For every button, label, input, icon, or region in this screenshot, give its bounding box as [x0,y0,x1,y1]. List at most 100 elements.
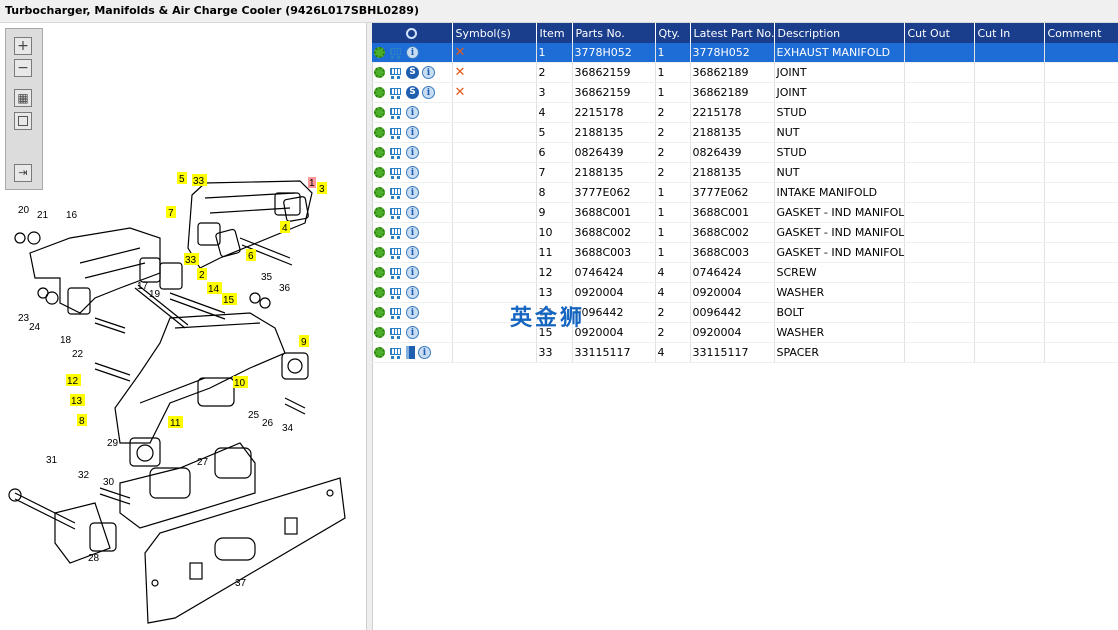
diagram-pane[interactable]: 20 21 16 23 24 17 19 18 22 35 36 25 26 2… [0,23,366,630]
column-header-cut-out[interactable]: Cut Out [904,23,975,43]
callout-6[interactable]: 6 [248,251,254,262]
info-icon[interactable]: i [406,166,419,180]
info-icon[interactable]: i [422,66,435,80]
callout-36[interactable]: 36 [279,283,291,294]
cart-icon[interactable] [388,47,403,59]
cart-icon[interactable] [388,227,403,239]
callout-18[interactable]: 18 [60,335,72,346]
gear-icon[interactable] [374,187,385,199]
column-header-parts-no[interactable]: Parts No. [572,23,656,43]
info-icon[interactable]: i [406,246,419,260]
callout-35[interactable]: 35 [261,272,273,283]
column-header-item[interactable]: Item [536,23,573,43]
gear-icon[interactable] [374,347,385,359]
gear-icon[interactable] [374,107,385,119]
gear-icon[interactable] [374,127,385,139]
info-icon[interactable]: i [418,346,431,360]
cart-icon[interactable] [388,127,403,139]
gear-icon[interactable] [374,67,385,79]
gear-icon[interactable] [374,207,385,219]
callout-17[interactable]: 17 [137,281,149,292]
callout-19[interactable]: 19 [149,289,161,300]
column-header-qty[interactable]: Qty. [655,23,691,43]
callout-9[interactable]: 9 [301,337,307,348]
column-header-latest-part-no[interactable]: Latest Part No. [690,23,775,43]
info-icon[interactable]: i [406,206,419,220]
gear-icon[interactable] [374,167,385,179]
cart-icon[interactable] [388,67,403,79]
callout-2[interactable]: 2 [199,270,205,281]
info-icon[interactable]: i [406,226,419,240]
cart-icon[interactable] [388,167,403,179]
callout-1[interactable]: 1 [309,178,315,189]
callout-23[interactable]: 23 [18,313,30,324]
gear-icon[interactable] [374,307,385,319]
zoom-out-button[interactable]: − [14,59,32,77]
gear-icon[interactable] [374,287,385,299]
exploded-parts-diagram[interactable]: 20 21 16 23 24 17 19 18 22 35 36 25 26 2… [0,23,366,630]
callout-30[interactable]: 30 [103,477,115,488]
callout-21[interactable]: 21 [37,210,49,221]
callout-37[interactable]: 37 [235,578,247,589]
s-icon[interactable]: S [406,66,419,80]
column-header-search[interactable] [372,23,453,43]
column-header-symbols[interactable]: Symbol(s) [452,23,537,43]
callout-33[interactable]: 33 [193,176,205,187]
gear-icon[interactable] [374,267,385,279]
callout-27[interactable]: 27 [197,457,209,468]
callout-13[interactable]: 13 [71,396,83,407]
callout-3[interactable]: 3 [319,184,325,195]
column-header-comment[interactable]: Comment [1044,23,1118,43]
info-icon[interactable]: i [406,146,419,160]
info-icon[interactable]: i [406,266,419,280]
callout-16[interactable]: 16 [66,210,78,221]
callout-8[interactable]: 8 [79,416,85,427]
info-icon[interactable]: i [422,86,435,100]
gear-icon[interactable] [374,247,385,259]
callout-25[interactable]: 25 [248,410,260,421]
column-header-description[interactable]: Description [774,23,905,43]
info-icon[interactable]: i [406,186,419,200]
cart-icon[interactable] [388,287,403,299]
cart-icon[interactable] [388,327,403,339]
callout-33b[interactable]: 33 [185,255,197,266]
fit-all-button[interactable]: ▦ [14,89,32,107]
zoom-in-button[interactable]: + [14,37,32,55]
callout-34[interactable]: 34 [282,423,294,434]
callout-32[interactable]: 32 [78,470,90,481]
gear-icon[interactable] [374,87,385,99]
info-icon[interactable]: i [406,106,419,120]
search-icon[interactable] [406,28,418,39]
callout-22[interactable]: 22 [72,349,84,360]
info-icon[interactable]: i [406,326,419,340]
callout-28[interactable]: 28 [88,553,100,564]
info-icon[interactable]: i [406,306,419,320]
cart-icon[interactable] [388,147,403,159]
column-header-cut-in[interactable]: Cut In [974,23,1045,43]
callout-29[interactable]: 29 [107,438,119,449]
callout-5[interactable]: 5 [179,174,185,185]
callout-24[interactable]: 24 [29,322,41,333]
cart-icon[interactable] [388,267,403,279]
cart-icon[interactable] [388,307,403,319]
callout-4[interactable]: 4 [282,223,288,234]
cart-icon[interactable] [388,207,403,219]
book-icon[interactable] [406,346,415,360]
cart-icon[interactable] [388,247,403,259]
export-list-button[interactable]: ⇥ [14,164,32,182]
gear-icon[interactable] [374,147,385,159]
